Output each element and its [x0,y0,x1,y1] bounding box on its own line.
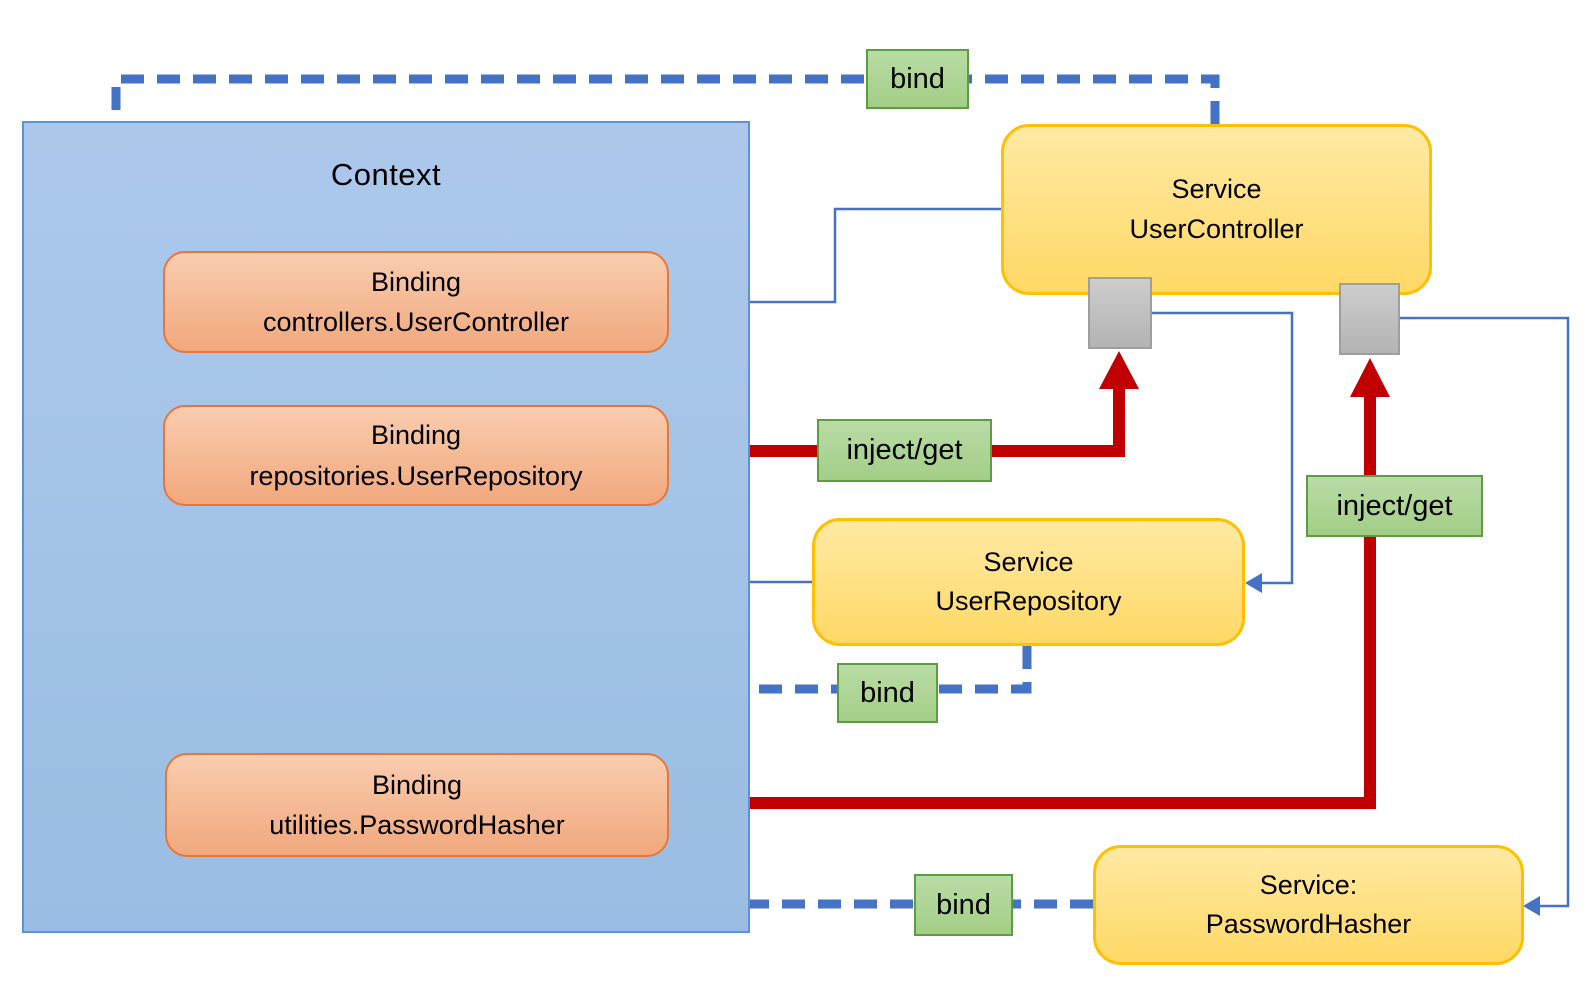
edge-label-text: bind [890,62,945,95]
service-kind-label: Service: [1259,869,1358,900]
context-title: Context [330,157,442,192]
binding-kind-label: Binding [371,769,463,800]
service-kind-label: Service [983,546,1074,577]
binding-key-label: utilities.PasswordHasher [269,810,565,840]
service-class-label: UserController [1129,213,1304,244]
binding-key-label: repositories.UserRepository [249,460,583,491]
edge-label-text: inject/get [846,434,963,466]
arrowhead-left-icon [1245,573,1262,593]
edge-label-bind-middle: bind [837,663,938,723]
arrowhead-up-icon [1099,351,1139,389]
service-class-label: UserRepository [935,586,1122,616]
service-node-passwordhasher: Service: PasswordHasher [1093,845,1524,965]
edge-label-text: bind [860,676,915,709]
arrowhead-up-icon [1350,358,1390,397]
edge-label-bind-top: bind [866,49,969,109]
injection-slot-passwordhasher [1339,283,1400,355]
edge-label-text: inject/get [1336,489,1453,522]
service-node-userrepository: Service UserRepository [812,518,1245,646]
binding-key-label: controllers.UserController [262,307,570,337]
service-kind-label: Service [1171,174,1262,205]
edge-label-inject-get-right: inject/get [1306,475,1483,537]
binding-node-repositories-userrepository: Binding repositories.UserRepository [163,405,669,506]
service-class-label: PasswordHasher [1205,909,1412,939]
edge-label-bind-bottom: bind [914,874,1013,936]
injection-slot-userrepository [1088,277,1152,349]
edge-label-text: bind [936,888,991,921]
service-node-usercontroller: Service UserController [1001,124,1432,295]
arrowhead-left-icon [1523,896,1540,916]
binding-kind-label: Binding [370,420,462,450]
connector-slot-right-to-service-passwordhasher [1400,316,1570,908]
edge-label-inject-get-left: inject/get [817,419,992,482]
binding-node-utilities-passwordhasher: Binding utilities.PasswordHasher [165,753,669,857]
binding-kind-label: Binding [370,266,462,297]
binding-node-controllers-usercontroller: Binding controllers.UserController [163,251,669,353]
